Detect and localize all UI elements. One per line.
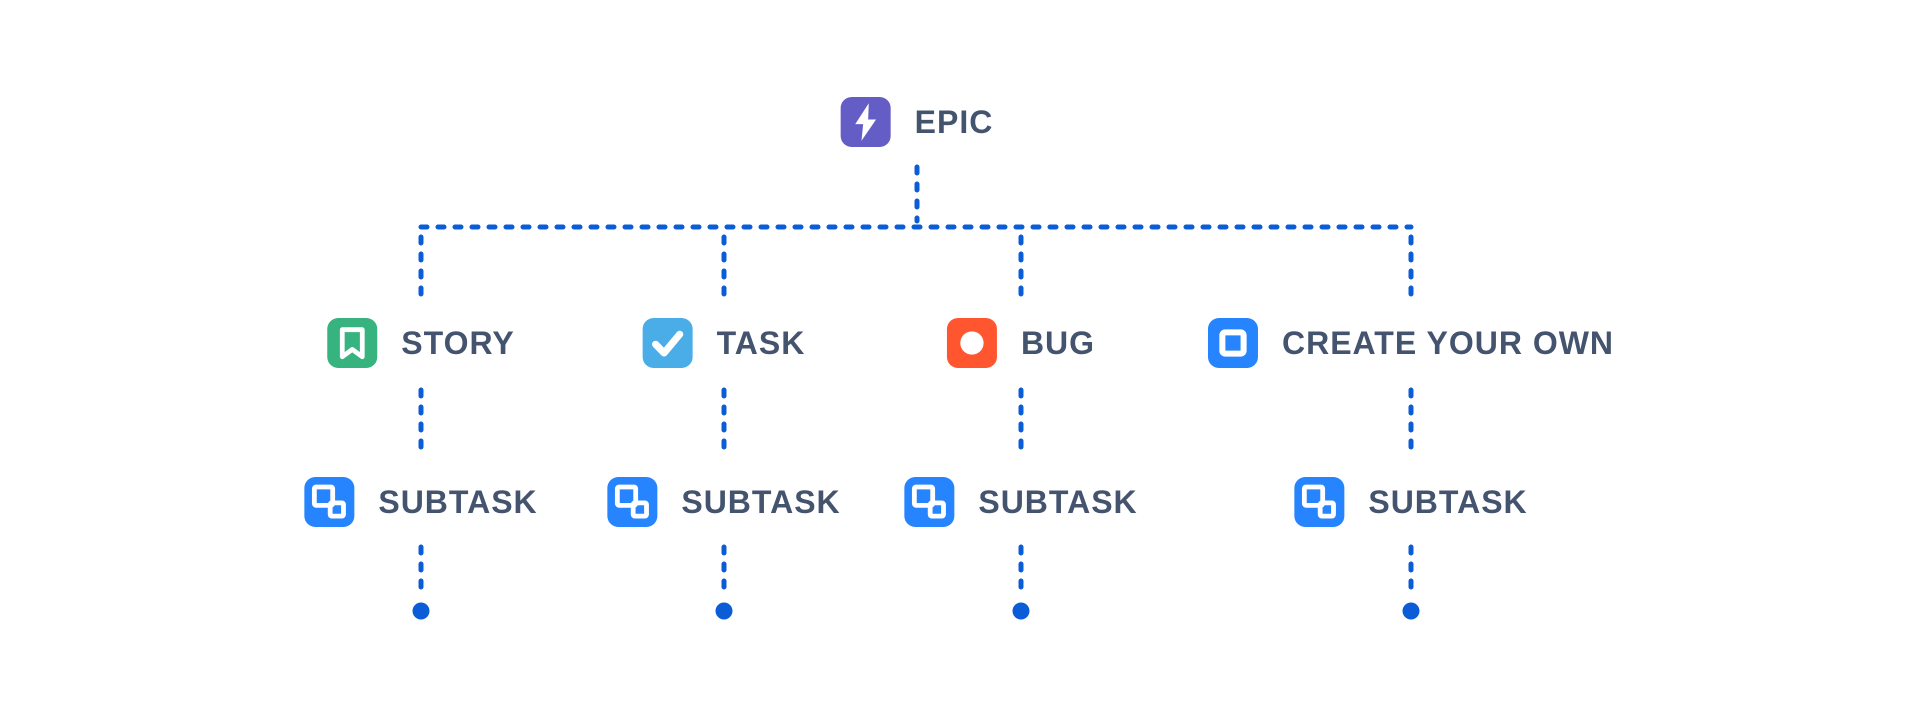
square-outline-icon (1219, 329, 1247, 357)
dot-circle-icon (960, 331, 984, 355)
node-bug: BUG (946, 318, 1096, 368)
subtask-label: SUBTASK (681, 484, 841, 520)
create-your-own-end-dot (1402, 602, 1420, 620)
subtask-squares-icon (614, 484, 649, 519)
story-label: STORY (401, 325, 515, 361)
subtask-icon (304, 477, 355, 527)
subtask-squares-icon (1301, 484, 1336, 519)
node-create-your-own: CREATE YOUR OWN (1207, 318, 1615, 368)
epic-label: EPIC (914, 104, 994, 140)
node-subtask-task: SUBTASK (607, 477, 840, 527)
subtask-squares-icon (911, 484, 946, 519)
bookmark-icon (339, 327, 365, 360)
create-your-own-icon (1207, 318, 1258, 368)
subtask-icon (1294, 477, 1345, 527)
bug-end-dot (1012, 602, 1030, 620)
node-subtask-create-your-own: SUBTASK (1294, 477, 1527, 527)
story-icon (327, 318, 378, 368)
epic-icon (840, 97, 891, 147)
subtask-label: SUBTASK (378, 484, 538, 520)
node-subtask-bug: SUBTASK (904, 477, 1137, 527)
lightning-bolt-icon (855, 103, 877, 141)
node-task: TASK (642, 318, 806, 368)
subtask-squares-icon (311, 484, 346, 519)
subtask-icon (904, 477, 955, 527)
task-label: TASK (716, 325, 806, 361)
bug-label: BUG (1020, 325, 1096, 361)
subtask-label: SUBTASK (978, 484, 1138, 520)
subtask-icon (607, 477, 658, 527)
node-epic: EPIC (840, 97, 994, 147)
create-your-own-label: CREATE YOUR OWN (1281, 325, 1615, 361)
subtask-label: SUBTASK (1368, 484, 1528, 520)
task-icon (642, 318, 693, 368)
story-end-dot (412, 602, 430, 620)
checkmark-icon (652, 330, 684, 357)
node-story: STORY (327, 318, 514, 368)
task-end-dot (715, 602, 733, 620)
node-subtask-story: SUBTASK (304, 477, 537, 527)
bug-icon (946, 318, 997, 368)
